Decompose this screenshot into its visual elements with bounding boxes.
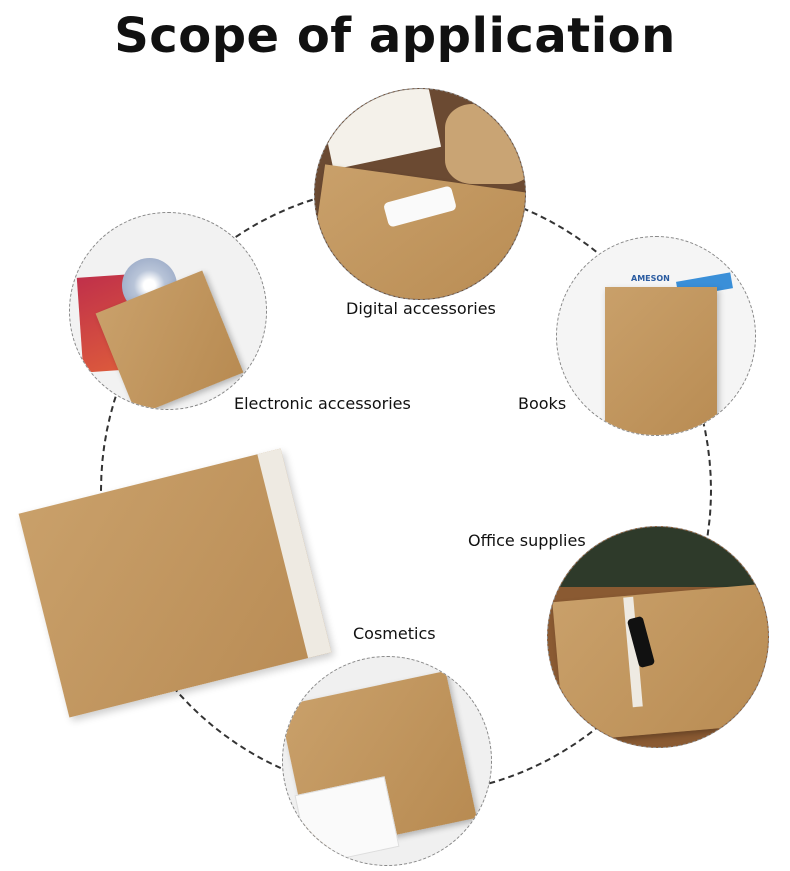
label-books: Books: [518, 394, 567, 413]
envelope: [605, 287, 717, 435]
office-supplies-photo: [547, 526, 769, 748]
label-cosmetics: Cosmetics: [353, 624, 436, 643]
kraft-wrap: [445, 104, 525, 184]
books-photo: AMESON: [556, 236, 756, 436]
label-electronic-accessories: Electronic accessories: [234, 394, 411, 413]
electronic-accessories-photo: [69, 212, 267, 410]
foam-wrap: [318, 89, 442, 170]
label-office-supplies: Office supplies: [468, 531, 586, 550]
digital-accessories-photo: [314, 88, 526, 300]
envelope: [552, 582, 768, 742]
page-title: Scope of application: [114, 8, 676, 64]
cosmetics-photo: [282, 656, 492, 866]
label-digital-accessories: Digital accessories: [346, 299, 496, 318]
envelope: [315, 164, 525, 299]
book-brand: AMESON: [631, 274, 670, 283]
plant-background: [548, 527, 768, 587]
